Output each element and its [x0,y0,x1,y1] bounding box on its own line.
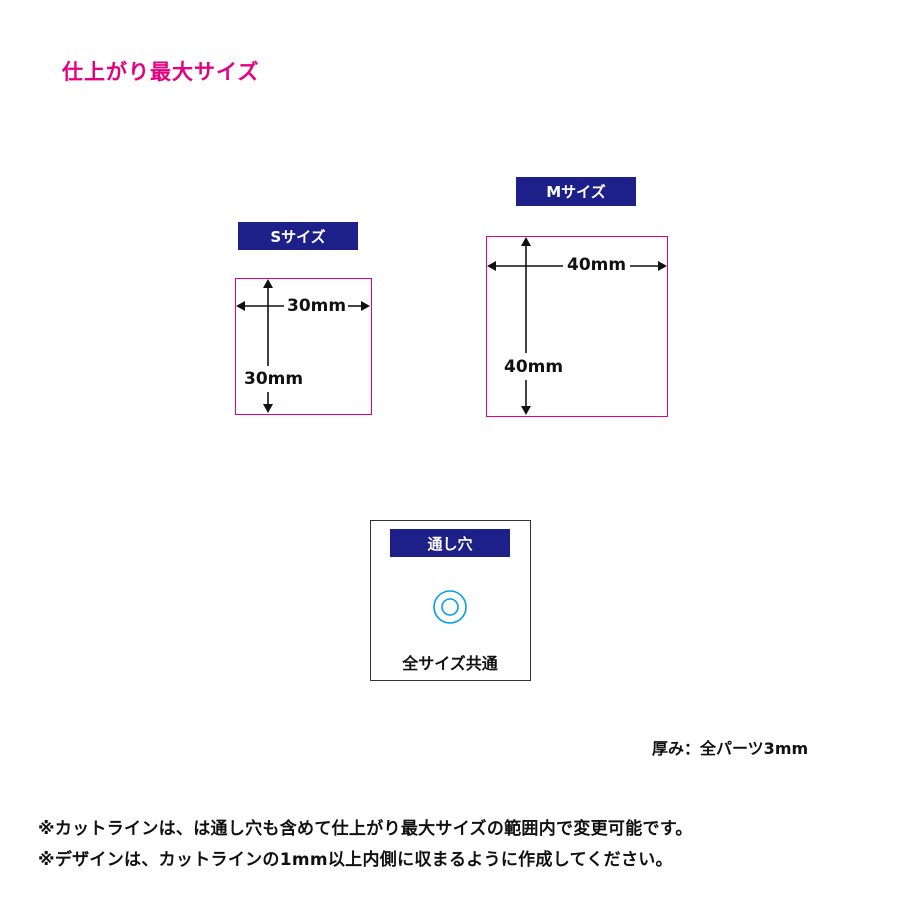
hole-info-box [370,520,531,681]
m-height-arrow-bottom [521,406,531,415]
hole-caption: 全サイズ共通 [402,654,498,673]
note-design: ※デザインは、カットラインの1mm以上内側に収まるように作成してください。 [38,850,673,870]
s-width-arrow-right [361,301,370,311]
thickness-note: 厚み：全パーツ3mm [652,739,809,758]
m-height-arrow-top [521,237,531,246]
s-size-cut-frame [235,278,372,415]
note-cut-line: ※カットラインは、は通し穴も含めて仕上がり最大サイズの範囲内で変更可能です。 [38,819,693,839]
s-width-arrow-left [236,301,245,311]
s-height-arrow-bottom [263,404,273,413]
hole-ring-icon [433,590,467,624]
m-size-cut-frame [486,236,668,417]
m-size-width-label: 40mm [567,255,627,275]
page-title: 仕上がり最大サイズ [62,60,260,84]
hole-label: 通し穴 [390,529,510,557]
s-size-width-label: 30mm [287,296,347,316]
s-size-height-label: 30mm [244,369,304,389]
m-size-label: Mサイズ [516,177,636,206]
m-width-arrow-right [658,261,667,271]
s-size-label: Sサイズ [238,222,358,250]
m-width-arrow-left [487,261,496,271]
m-size-height-label: 40mm [504,357,564,377]
s-height-arrow-top [263,279,273,288]
